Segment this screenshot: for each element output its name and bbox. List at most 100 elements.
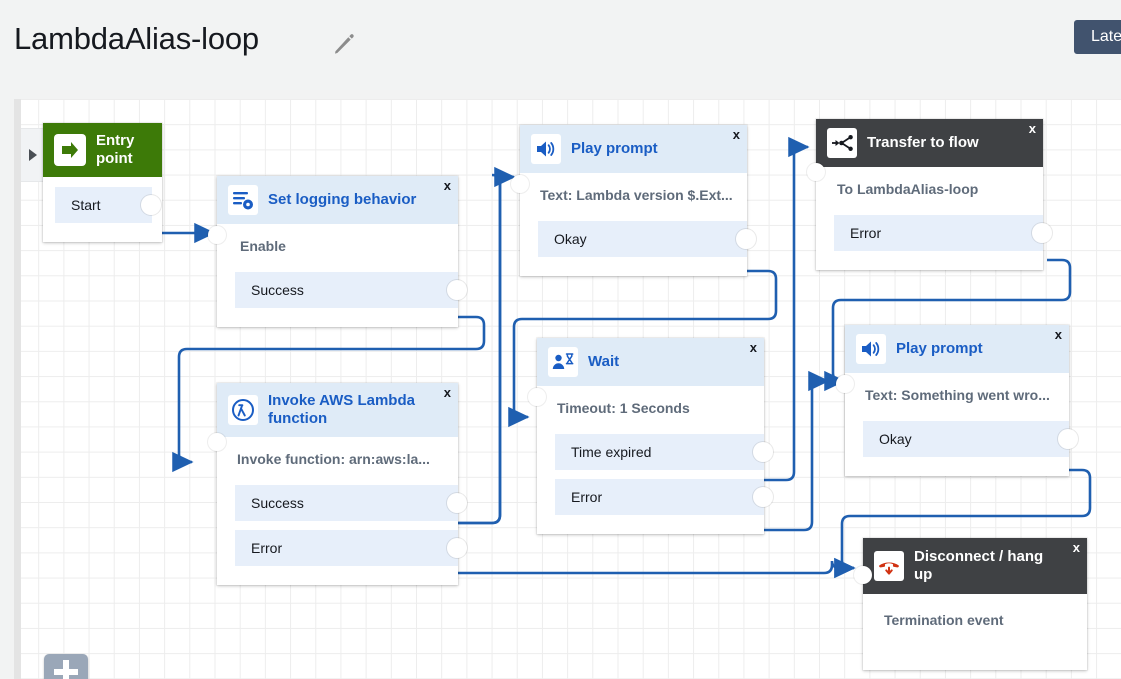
node-play-prompt-1[interactable]: Play prompt x Text: Lambda version $.Ext…: [511, 125, 756, 276]
node-header: Set logging behavior x: [208, 176, 458, 244]
output-port[interactable]: [736, 229, 756, 249]
port-label: Success: [251, 495, 304, 511]
node-gap: [845, 411, 1069, 421]
port-label: Okay: [879, 431, 912, 447]
node-close-button[interactable]: x: [1054, 327, 1062, 342]
zoom-in-button[interactable]: [44, 654, 88, 679]
node-title: Set logging behavior: [268, 191, 417, 208]
speaker-icon: [856, 334, 886, 364]
input-port[interactable]: [836, 375, 854, 393]
log-settings-icon: [228, 185, 258, 215]
output-port[interactable]: [141, 195, 161, 215]
output-port[interactable]: [447, 493, 467, 513]
node-title: Disconnect / hang up: [914, 548, 1044, 583]
node-title: Entry point: [96, 132, 135, 167]
node-close-button[interactable]: x: [1028, 121, 1036, 136]
node-close-button[interactable]: x: [443, 385, 451, 400]
speaker-icon: [531, 134, 561, 164]
output-port[interactable]: [447, 538, 467, 558]
node-gap: [217, 262, 458, 272]
node-body-text: Timeout: 1 Seconds: [557, 400, 690, 416]
latest-version-button[interactable]: Latest: [1074, 20, 1121, 54]
port-row[interactable]: Okay: [538, 221, 756, 257]
port-row[interactable]: Error: [555, 479, 773, 515]
node-transfer-to-flow[interactable]: Transfer to flow x To LambdaAlias-loop E…: [807, 119, 1052, 270]
node-wait[interactable]: Wait x Timeout: 1 Seconds Time expired E…: [528, 338, 773, 534]
port-row[interactable]: Success: [235, 272, 467, 308]
port-label: Okay: [554, 231, 587, 247]
node-close-button[interactable]: x: [443, 178, 451, 193]
wire-lambda-error-to-disconnect: [458, 557, 856, 579]
node-entry-point[interactable]: Entry point Start: [43, 123, 162, 242]
person-hourglass-icon: [548, 347, 578, 377]
node-header: Transfer to flow x: [807, 119, 1043, 181]
node-close-button[interactable]: x: [1072, 540, 1080, 555]
node-footer: [217, 317, 458, 327]
node-header: Entry point: [43, 123, 162, 177]
node-footer: [816, 260, 1043, 270]
node-gap: [520, 211, 747, 221]
node-gap: [217, 475, 458, 485]
wire-wait-error-to-playprompt2: [764, 370, 830, 532]
phone-hangup-icon: [874, 551, 904, 581]
wire-lambda-success-to-playprompt1: [458, 166, 516, 525]
port-row[interactable]: Start: [55, 187, 161, 223]
node-gap: [863, 636, 1087, 670]
port-row[interactable]: Error: [834, 215, 1052, 251]
node-title: Play prompt: [896, 340, 983, 357]
node-play-prompt-2[interactable]: Play prompt x Text: Something went wro..…: [836, 325, 1078, 476]
node-gap: [537, 424, 764, 434]
wire-wait-expired-to-transfer: [764, 136, 810, 482]
output-port[interactable]: [753, 487, 773, 507]
output-port[interactable]: [1032, 223, 1052, 243]
port-row[interactable]: Success: [235, 485, 467, 521]
wire-playprompt1-okay-to-wait: [508, 269, 778, 428]
pencil-icon[interactable]: [331, 31, 357, 57]
node-header: Play prompt x: [511, 125, 747, 193]
node-footer: [845, 466, 1069, 476]
output-port[interactable]: [447, 280, 467, 300]
node-gap: [816, 205, 1043, 215]
port-row[interactable]: Okay: [863, 421, 1078, 457]
port-row[interactable]: Time expired: [555, 434, 773, 470]
plus-icon-vertical: [63, 660, 69, 679]
port-label: Time expired: [571, 444, 652, 460]
node-set-logging-behavior[interactable]: Set logging behavior x Enable Success: [208, 176, 467, 327]
flow-canvas[interactable]: Entry point Start: [14, 99, 1121, 679]
wire-transfer-error-to-playprompt2: [824, 258, 1072, 392]
output-port[interactable]: [1058, 429, 1078, 449]
page-title: LambdaAlias-loop: [14, 21, 259, 56]
input-port[interactable]: [208, 226, 226, 244]
node-body-text: Invoke function: arn:aws:la...: [237, 451, 430, 467]
node-close-button[interactable]: x: [732, 127, 740, 142]
node-title: Invoke AWS Lambda function: [268, 392, 415, 427]
node-close-button[interactable]: x: [749, 340, 757, 355]
node-title: Wait: [588, 353, 620, 370]
port-row[interactable]: Error: [235, 530, 467, 566]
port-label: Error: [571, 489, 603, 505]
node-footer: [537, 524, 764, 534]
output-port[interactable]: [753, 442, 773, 462]
node-header: Play prompt x: [836, 325, 1069, 393]
node-footer: [217, 575, 458, 585]
input-port[interactable]: [511, 175, 529, 193]
node-disconnect-hang-up[interactable]: Disconnect / hang up x Termination event: [854, 538, 1087, 670]
node-body-text: Enable: [240, 238, 286, 254]
input-port[interactable]: [528, 388, 546, 406]
port-label: Error: [850, 225, 882, 241]
port-label: Start: [71, 197, 101, 213]
input-port[interactable]: [807, 163, 825, 181]
input-port[interactable]: [854, 566, 872, 584]
node-invoke-aws-lambda-function[interactable]: Invoke AWS Lambda function x Invoke func…: [208, 383, 467, 585]
node-footer: [520, 266, 747, 276]
node-title: Play prompt: [571, 140, 658, 157]
input-port[interactable]: [208, 433, 226, 451]
port-label: Success: [251, 282, 304, 298]
lambda-icon: [228, 395, 258, 425]
branch-transfer-icon: [827, 128, 857, 158]
node-body-text: Text: Lambda version $.Ext...: [540, 187, 733, 203]
node-body-text: To LambdaAlias-loop: [837, 181, 979, 197]
connector-layer: [162, 136, 1092, 579]
arrow-enter-icon: [54, 134, 86, 166]
canvas-left-edge: [14, 99, 21, 679]
